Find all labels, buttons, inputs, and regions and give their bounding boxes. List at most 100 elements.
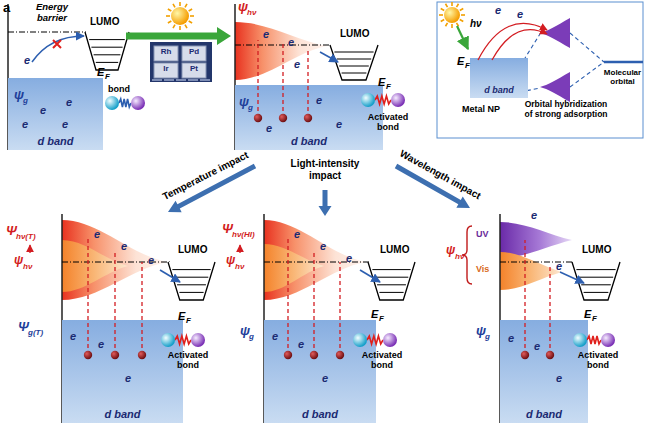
- annotation-label: Activated bond: [362, 112, 414, 133]
- annotation-label: Metal NP: [462, 104, 500, 114]
- sun-ray: [460, 9, 463, 11]
- symbol-label: F: [186, 316, 191, 325]
- sun-ray: [446, 23, 448, 26]
- symbol-label: hν: [235, 262, 244, 271]
- energy-level: [177, 284, 206, 285]
- symbol-label: LUMO: [340, 28, 369, 40]
- symbol-label: LUMO: [178, 244, 207, 256]
- sun: [444, 7, 460, 23]
- band-box: d band: [264, 320, 376, 423]
- symbol-label: Ψ: [6, 224, 17, 239]
- excitation-line: [114, 250, 115, 355]
- excitation-line: [87, 238, 88, 355]
- bond-spring: [375, 96, 391, 104]
- energy-level: [576, 269, 615, 270]
- electron-label: e: [263, 28, 269, 41]
- bond-spring: [175, 336, 191, 344]
- symbol-label: g(T): [28, 328, 43, 337]
- electron-dot: [546, 351, 554, 359]
- symbol-label: hν: [23, 262, 32, 271]
- barrier-cross: [53, 40, 61, 48]
- symbol-label: Vis: [476, 264, 489, 274]
- symbol-label: F: [386, 82, 391, 91]
- excitation-line: [287, 238, 288, 355]
- lumo-well: [168, 262, 215, 300]
- symbol-label: Ψ: [222, 222, 233, 237]
- electron-dot: [279, 114, 287, 122]
- atom-sphere: [105, 96, 119, 110]
- electron-label: e: [294, 228, 300, 241]
- electron-dot: [310, 351, 318, 359]
- hot-electron-distribution: [500, 222, 572, 258]
- energy-level: [375, 277, 409, 278]
- sun-ray: [441, 20, 444, 22]
- energy-level: [581, 284, 611, 285]
- excitation-line: [339, 262, 340, 355]
- sun-ray: [179, 26, 181, 30]
- band-label: d band: [500, 408, 588, 420]
- energy-level: [337, 59, 371, 60]
- sun-ray: [441, 9, 444, 11]
- lumo-level: [235, 45, 331, 46]
- electron-label: e: [266, 122, 272, 135]
- annotation-label: Molecular orbital: [601, 68, 644, 86]
- excitation-line: [313, 250, 314, 355]
- symbol-label: LUMO: [582, 244, 611, 256]
- sun-ray: [166, 15, 170, 17]
- band-label: d band: [264, 408, 376, 420]
- sun-ray: [451, 2, 453, 6]
- hybrid-orbital: [540, 18, 570, 48]
- excitation-line: [549, 266, 550, 355]
- element-tile: [182, 63, 206, 78]
- energy-level: [91, 47, 122, 48]
- symbol-label: hν(HI): [232, 230, 255, 239]
- electron-dot: [336, 351, 344, 359]
- symbol-label: ψ: [238, 0, 248, 15]
- hot-electron-distribution: [235, 22, 327, 80]
- electron-dot: [84, 351, 92, 359]
- symbol-label: hν: [455, 252, 464, 261]
- lumo-level: [500, 262, 574, 263]
- electron-label: e: [322, 372, 328, 385]
- electron-dot: [138, 351, 146, 359]
- electron-label: e: [288, 36, 294, 49]
- electron-label: e: [517, 8, 523, 21]
- electron-label: e: [346, 252, 352, 265]
- symbol-label: hν(T): [16, 232, 36, 241]
- hot-electron-distribution: [62, 240, 128, 292]
- symbol-label: UV: [476, 229, 489, 239]
- element-tile: [154, 63, 178, 78]
- lumo-level: [8, 32, 86, 33]
- band-label: d band: [62, 408, 183, 420]
- band-label: d band: [8, 135, 103, 147]
- lumo-well: [368, 262, 415, 300]
- symbol-label: g: [485, 332, 490, 341]
- inset-frame: [437, 2, 643, 138]
- annotation-label: Activated bond: [356, 350, 408, 371]
- symbol-label: hν: [470, 18, 482, 30]
- band-label: d band: [235, 135, 383, 147]
- energy-level: [175, 277, 209, 278]
- symbol-label: ψ: [240, 324, 250, 339]
- table-row: [176, 79, 186, 81]
- band-box: d band: [470, 58, 528, 98]
- atom-sphere: [573, 333, 587, 347]
- excitation-arc: [478, 23, 547, 60]
- sun-ray: [173, 25, 175, 28]
- energy-level: [339, 66, 369, 67]
- sun-ray: [460, 20, 463, 22]
- transfer-arrow: [320, 52, 338, 62]
- energy-level: [179, 292, 203, 293]
- symbol-label: E: [457, 55, 464, 68]
- blocked-transfer-arrow: [32, 36, 84, 62]
- symbol-label: Rh: [154, 47, 178, 56]
- lumo-level: [264, 262, 370, 263]
- atom-sphere: [353, 333, 367, 347]
- element-tile: [182, 46, 206, 61]
- electron-label: e: [272, 330, 278, 343]
- atom-sphere: [161, 333, 175, 347]
- electron-dot: [521, 351, 529, 359]
- element-tile: [154, 46, 178, 61]
- electron-label: e: [316, 94, 322, 107]
- atom-sphere: [601, 333, 615, 347]
